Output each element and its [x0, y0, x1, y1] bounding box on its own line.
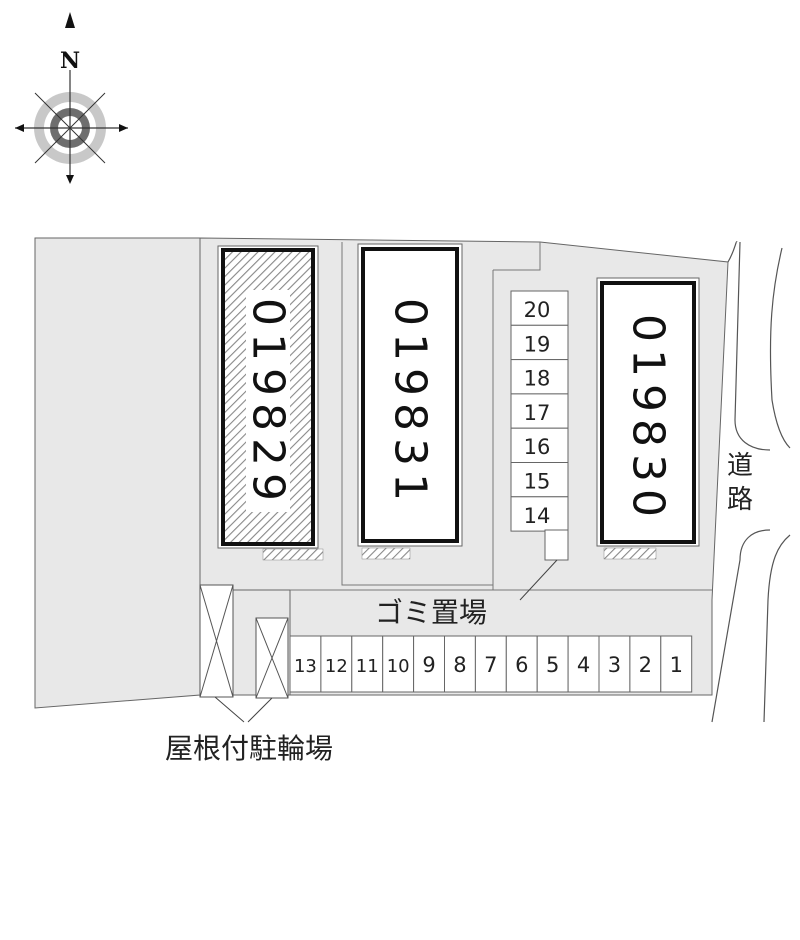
parking-stall — [598, 635, 631, 693]
building-code-digit: 9 — [243, 368, 294, 396]
building-code-digit: 1 — [385, 473, 436, 501]
building-code-digit: 0 — [623, 314, 674, 342]
parking-stall — [444, 635, 476, 693]
building-019831: 0 1 9 8 3 1 — [357, 243, 463, 560]
parking-stall — [510, 496, 569, 532]
building-code-digit: 3 — [385, 438, 436, 466]
building-code-digit: 8 — [385, 403, 436, 431]
parking-stall-number: 14 — [524, 504, 551, 528]
bike-parking-label: 屋根付駐輪場 — [165, 732, 333, 765]
parking-stall-number: 16 — [524, 435, 551, 459]
parking-stall-number: 13 — [294, 656, 317, 677]
parking-stall-number: 9 — [422, 653, 435, 677]
building-code-digit: 9 — [385, 368, 436, 396]
building-019830: 0 1 9 8 3 0 — [596, 277, 700, 560]
building-code-digit: 0 — [623, 489, 674, 517]
parking-stall-number: 19 — [524, 332, 551, 356]
road: 道路 — [711, 241, 791, 723]
parking-stall — [567, 635, 600, 693]
parking-stall-number: 15 — [524, 470, 551, 494]
building-code-digit: 2 — [243, 438, 294, 466]
parking-stall — [629, 635, 662, 693]
parking-stall-number: 17 — [524, 401, 551, 425]
parking-stall — [660, 635, 693, 693]
north-label: N — [60, 48, 80, 74]
parking-vertical: 20 19 18 17 16 15 14 — [510, 290, 569, 532]
parking-stall-number: 5 — [546, 653, 559, 677]
parking-stall-number: 11 — [356, 656, 379, 677]
building-019829: 0 1 9 8 2 9 — [217, 245, 324, 561]
building-code-digit: 1 — [243, 333, 294, 361]
building-code-digit: 9 — [243, 473, 294, 501]
parking-stall — [289, 635, 322, 693]
building-code-digit: 8 — [243, 403, 294, 431]
balcony-marks — [262, 548, 324, 561]
parking-stall — [510, 427, 569, 464]
parking-stall-number: 10 — [387, 656, 410, 677]
parking-stall-number: 2 — [639, 653, 652, 677]
parking-stall-number: 7 — [484, 653, 497, 677]
parking-stall-number: 12 — [325, 656, 348, 677]
parking-stall — [351, 635, 384, 693]
garbage-label: ゴミ置場 — [375, 596, 487, 629]
road-label: 道路 — [727, 451, 753, 515]
parking-stall — [510, 359, 569, 395]
building-code-digit: 1 — [623, 349, 674, 377]
compass-icon: N — [15, 12, 128, 184]
building-code-digit: 0 — [385, 298, 436, 326]
parking-stall-number: 6 — [515, 653, 528, 677]
building-code-digit: 3 — [623, 454, 674, 482]
building-code-digit: 9 — [623, 384, 674, 412]
lot-area — [34, 237, 201, 709]
parking-stall-number: 3 — [608, 653, 621, 677]
parking-stall — [536, 635, 569, 693]
parking-stall — [413, 635, 446, 693]
bike-parking — [199, 584, 289, 723]
parking-stall-number: 8 — [453, 653, 466, 677]
building-code-digit: 8 — [623, 419, 674, 447]
parking-stall — [510, 324, 569, 361]
parking-stall — [510, 462, 569, 498]
parking-stall — [510, 393, 569, 429]
parking-stall-number: 4 — [577, 653, 590, 677]
garbage-area — [544, 529, 569, 561]
building-code-digit: 0 — [243, 298, 294, 326]
parking-stall — [510, 290, 569, 326]
parking-stall-number: 1 — [670, 653, 683, 677]
parking-stall-number: 20 — [524, 298, 551, 322]
building-code-digit: 1 — [385, 333, 436, 361]
parking-stall — [505, 635, 538, 693]
parking-stall-number: 18 — [524, 367, 551, 391]
